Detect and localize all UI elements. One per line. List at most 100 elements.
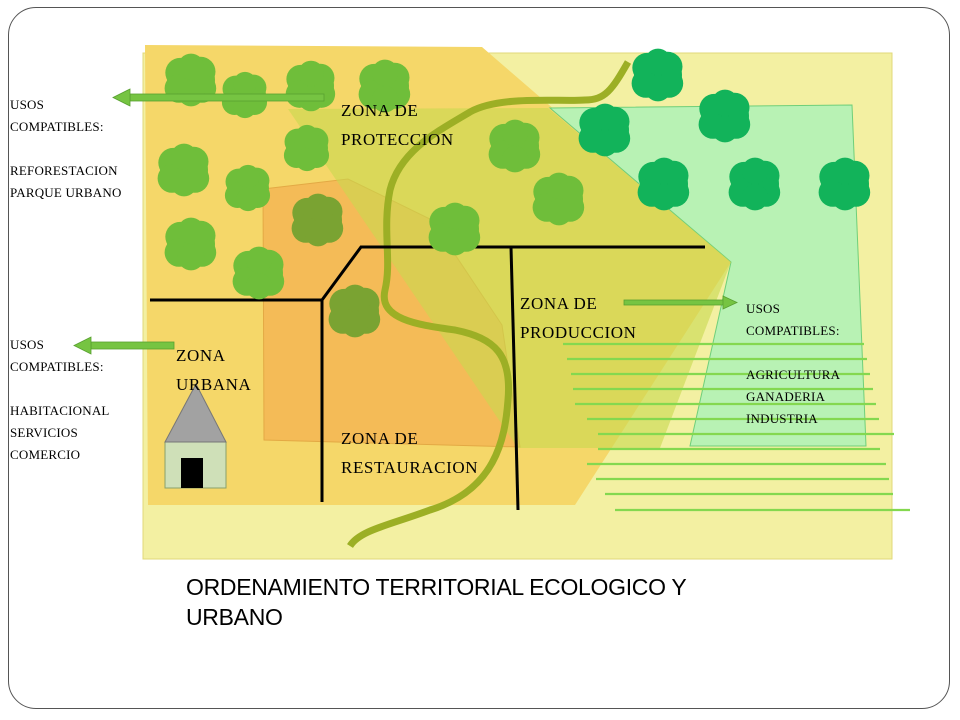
zone-label-line: RESTAURACION xyxy=(341,458,479,477)
tree-canopy xyxy=(711,116,739,143)
tree-canopy xyxy=(441,202,469,229)
house-icon xyxy=(164,382,227,489)
tree-canopy xyxy=(831,157,859,184)
tree-canopy xyxy=(177,217,205,244)
road-network xyxy=(150,245,705,511)
zone-label-line: URBANA xyxy=(176,375,252,394)
tree-canopy xyxy=(831,184,859,211)
tree-canopy xyxy=(298,60,324,86)
zona-proteccion-label: ZONA DE PROTECCION xyxy=(341,96,454,154)
tree-icon xyxy=(328,284,381,338)
tree-canopy xyxy=(236,164,260,188)
tree-icon xyxy=(637,157,690,211)
arrow-to-produccion-uses xyxy=(623,295,738,310)
note-item: INDUSTRIA xyxy=(746,411,818,426)
tree-canopy xyxy=(441,229,469,256)
tree-canopy xyxy=(170,143,198,170)
note-heading: COMPATIBLES: xyxy=(10,359,104,374)
tree-canopy xyxy=(245,246,273,273)
zona-urbana-label: ZONA URBANA xyxy=(176,341,251,399)
note-heading: COMPATIBLES: xyxy=(746,323,840,338)
tree-canopy xyxy=(304,220,332,247)
zone-label-line: ZONA DE xyxy=(341,101,419,120)
usos-urbana-note: USOS COMPATIBLES: HABITACIONAL SERVICIOS… xyxy=(10,334,110,466)
tree-canopy xyxy=(501,146,529,173)
protection-zone xyxy=(288,108,731,448)
arrows xyxy=(73,88,738,355)
tree-canopy xyxy=(295,124,319,148)
river xyxy=(347,60,632,549)
tree-canopy xyxy=(711,89,739,117)
tree-canopy xyxy=(341,311,369,338)
tree-canopy xyxy=(304,193,332,220)
tree-icon xyxy=(578,103,631,157)
tree-icon xyxy=(428,202,481,256)
usos-proteccion-note: USOS COMPATIBLES: REFORESTACION PARQUE U… xyxy=(10,94,122,204)
house-roof xyxy=(164,382,227,443)
tree-icon xyxy=(224,164,271,212)
house-door xyxy=(181,458,203,488)
tree-icon xyxy=(488,119,541,173)
tree-canopy xyxy=(644,75,672,102)
tree-canopy xyxy=(741,184,769,211)
tree-icon xyxy=(285,60,336,112)
tree-canopy xyxy=(650,184,678,211)
tree-icon xyxy=(728,157,781,211)
tree-icon xyxy=(232,246,285,300)
tree-canopy xyxy=(591,103,619,130)
road-segment xyxy=(320,245,705,301)
tree-canopy xyxy=(591,130,619,157)
zone-label-line: ZONA DE xyxy=(520,294,598,313)
tree-canopy xyxy=(177,244,205,271)
tree-icon xyxy=(291,193,344,247)
tree-canopy xyxy=(177,53,205,80)
tree-icon xyxy=(631,48,684,102)
tree-canopy xyxy=(295,148,319,172)
note-heading: USOS xyxy=(10,337,45,352)
tree-canopy xyxy=(236,188,260,212)
zone-label-line: PRODUCCION xyxy=(520,323,637,342)
note-heading: USOS xyxy=(10,97,45,112)
tree-canopy xyxy=(741,157,769,184)
tree-canopy xyxy=(177,80,205,107)
production-zone xyxy=(548,104,867,447)
note-heading: COMPATIBLES: xyxy=(10,119,104,134)
usos-produccion-note: USOS COMPATIBLES: AGRICULTURA GANADERIA … xyxy=(746,298,840,430)
tree-icon xyxy=(358,59,411,113)
zone-label-line: ZONA DE xyxy=(341,429,419,448)
tree-canopy xyxy=(501,119,529,146)
zone-label-line: PROTECCION xyxy=(341,130,454,149)
tree-canopy xyxy=(233,71,257,95)
zona-restauracion-label: ZONA DE RESTAURACION xyxy=(341,424,478,482)
note-item: COMERCIO xyxy=(10,447,81,462)
crop-rows xyxy=(563,342,910,512)
arrow-to-urbana-uses xyxy=(73,336,175,355)
tree-canopy xyxy=(545,172,573,199)
tree-icon xyxy=(818,157,871,211)
note-item: AGRICULTURA xyxy=(746,367,841,382)
trees xyxy=(157,48,871,338)
note-item: HABITACIONAL xyxy=(10,403,110,418)
zona-produccion-label: ZONA DE PRODUCCION xyxy=(520,289,637,347)
tree-canopy xyxy=(644,48,672,75)
tree-icon xyxy=(283,124,330,172)
tree-canopy xyxy=(371,86,399,113)
tree-icon xyxy=(698,89,751,143)
note-item: SERVICIOS xyxy=(10,425,78,440)
tree-canopy xyxy=(545,199,573,226)
tree-canopy xyxy=(170,170,198,197)
tree-canopy xyxy=(341,284,369,311)
tree-icon xyxy=(157,143,210,197)
note-item: GANADERIA xyxy=(746,389,826,404)
note-heading: USOS xyxy=(746,301,781,316)
tree-canopy xyxy=(245,273,273,300)
title-line: URBANO xyxy=(186,604,283,630)
note-item: PARQUE URBANO xyxy=(10,185,122,200)
road-segment xyxy=(509,246,520,511)
tree-canopy xyxy=(371,59,399,86)
title-line: ORDENAMIENTO TERRITORIAL ECOLOGICO Y xyxy=(186,574,687,600)
arrow-to-proteccion-uses xyxy=(112,88,325,107)
tree-icon xyxy=(532,172,585,226)
note-item: REFORESTACION xyxy=(10,163,118,178)
